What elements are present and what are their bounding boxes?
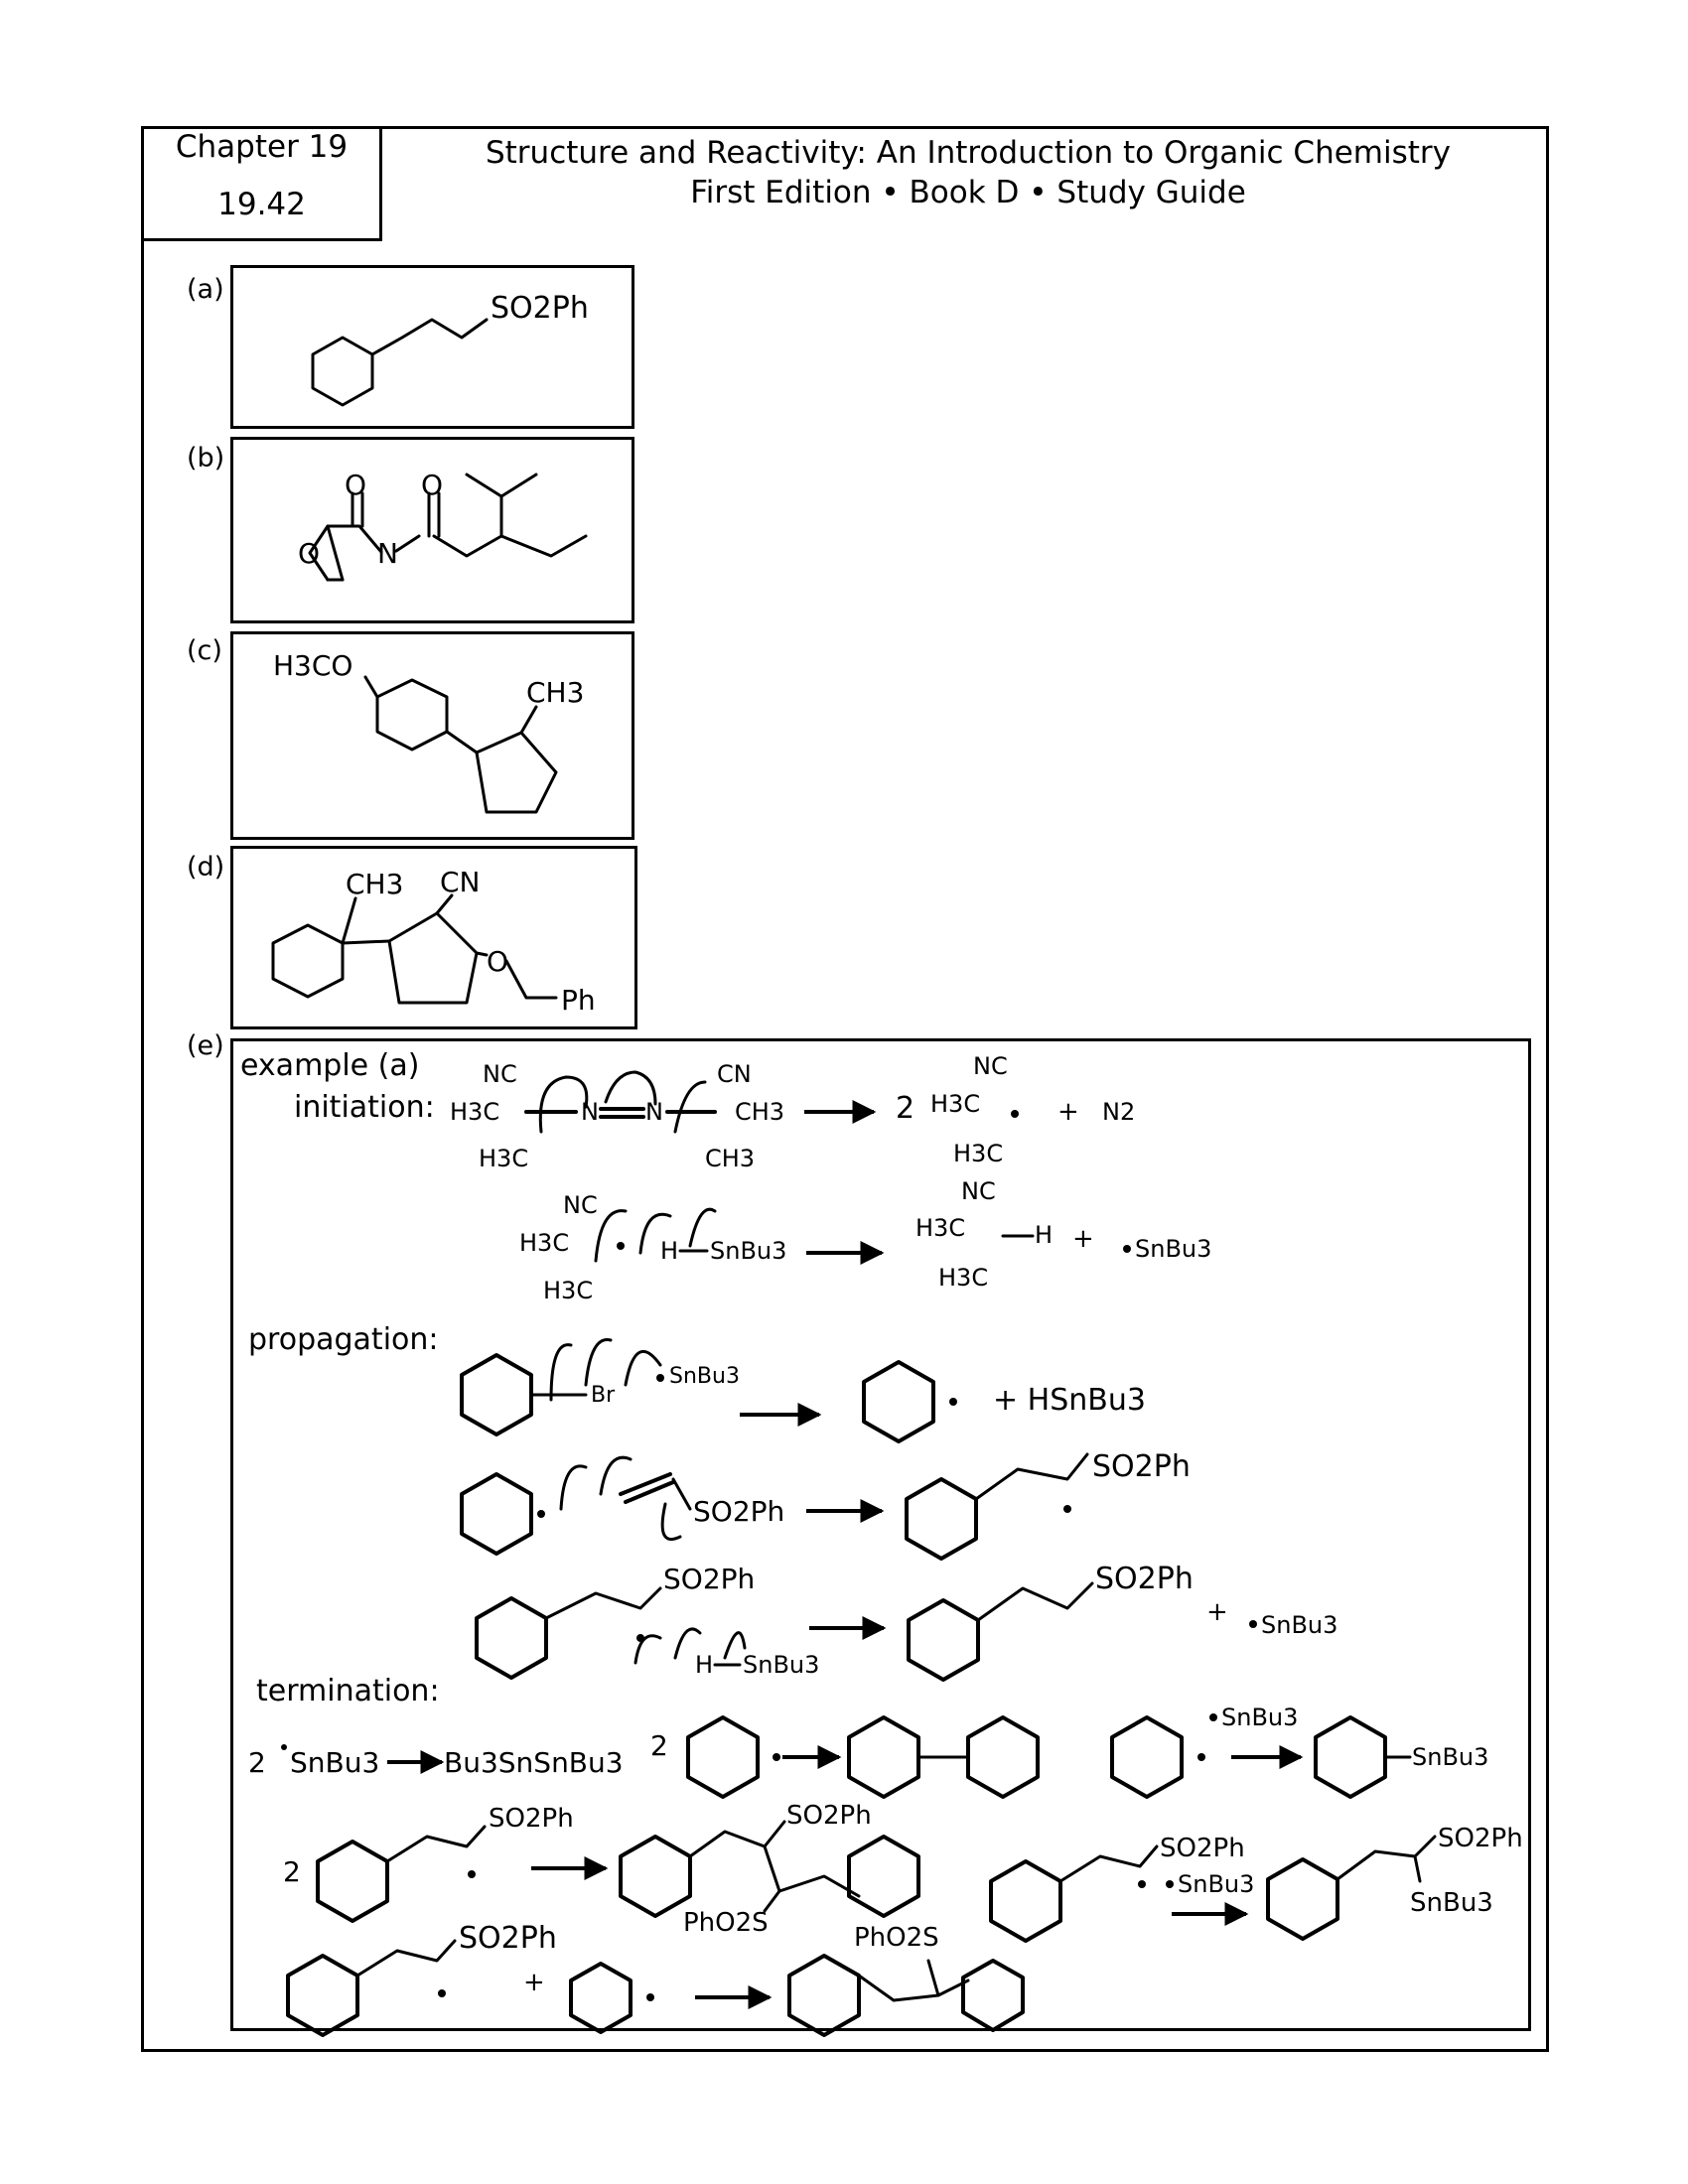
svg-text:SO2Ph: SO2Ph [489, 1804, 574, 1834]
molecule-d: CH3 CN O Ph [271, 866, 596, 1017]
part-d-label: (d) [187, 852, 225, 883]
initiation-step-2: NC H3C H3C H SnBu3 NC H3C H3C H + SnBu3 [519, 1177, 1211, 1304]
svg-text:SnBu3: SnBu3 [1135, 1235, 1211, 1263]
part-d-box [230, 846, 637, 1029]
svg-text:SO2Ph: SO2Ph [1092, 1449, 1191, 1484]
svg-text:SO2Ph: SO2Ph [693, 1495, 784, 1528]
svg-text:SnBu3: SnBu3 [1410, 1888, 1493, 1918]
carbonyl-o-1: O [345, 469, 366, 501]
ring-o: O [298, 537, 320, 570]
svg-text:CN: CN [717, 1060, 752, 1088]
svg-text:SnBu3: SnBu3 [710, 1237, 786, 1265]
svg-text:N2: N2 [1102, 1098, 1135, 1126]
so2ph-label: SO2Ph [491, 291, 589, 326]
ch3-label: CH3 [526, 676, 584, 709]
cn-label-d: CN [440, 866, 481, 898]
book-subtitle: First Edition • Book D • Study Guide [690, 175, 1246, 210]
book-title: Structure and Reactivity: An Introductio… [485, 135, 1452, 171]
svg-text:2: 2 [248, 1746, 266, 1779]
propagation-step-1: Br SnBu3 + HSnBu3 [460, 1338, 1146, 1443]
svg-text:SnBu3: SnBu3 [1412, 1743, 1488, 1771]
svg-text:SO2Ph: SO2Ph [786, 1801, 872, 1831]
svg-text:SnBu3: SnBu3 [743, 1651, 819, 1679]
svg-text:SO2Ph: SO2Ph [1160, 1834, 1245, 1863]
svg-text:SO2Ph: SO2Ph [1095, 1562, 1194, 1596]
svg-text:+: + [1072, 1224, 1094, 1254]
part-e-box [230, 1038, 1531, 2031]
ring-n: N [377, 537, 398, 570]
page-frame [141, 126, 1549, 2052]
svg-text:+ HSnBu3: + HSnBu3 [993, 1383, 1146, 1418]
ph-label-d: Ph [561, 984, 596, 1017]
svg-text:Bu3SnSnBu3: Bu3SnSnBu3 [444, 1746, 624, 1779]
svg-text:SnBu3: SnBu3 [1221, 1704, 1298, 1731]
svg-text:H: H [1035, 1221, 1053, 1249]
svg-text:NC: NC [961, 1177, 996, 1205]
chapter-label: Chapter 19 [175, 129, 349, 165]
example-label: example (a) [240, 1048, 420, 1083]
svg-text:H3C: H3C [938, 1264, 988, 1292]
termination-row-1: 2 SnBu3 Bu3SnSnBu3 2 SnBu3 SnBu3 [248, 1704, 1488, 1799]
propagation-step-3: SO2Ph H SnBu3 SO2Ph + SnBu3 [475, 1562, 1337, 1682]
svg-text:SnBu3: SnBu3 [290, 1746, 379, 1779]
chapter-box [141, 126, 382, 241]
part-c-label: (c) [187, 635, 222, 666]
part-b-label: (b) [187, 443, 225, 474]
part-e-label: (e) [187, 1030, 224, 1061]
svg-text:N: N [581, 1098, 599, 1126]
initiation-label: initiation: [294, 1090, 435, 1125]
part-c-box [230, 631, 634, 840]
svg-text:N: N [645, 1098, 663, 1126]
svg-text:H3C: H3C [450, 1098, 499, 1126]
svg-text:H3C: H3C [479, 1145, 528, 1172]
svg-text:H3C: H3C [543, 1277, 593, 1304]
part-a-label: (a) [187, 274, 224, 305]
termination-row-3: SO2Ph + PhO2S [286, 1921, 1025, 2037]
svg-text:+: + [1206, 1597, 1228, 1627]
molecule-c: H3CO CH3 [273, 649, 584, 814]
svg-text:+: + [523, 1968, 545, 1997]
svg-text:H3C: H3C [915, 1214, 965, 1242]
problem-number: 19.42 [217, 187, 306, 222]
part-b-box [230, 437, 634, 623]
o-label-d: O [487, 945, 508, 978]
carbonyl-o-2: O [421, 469, 443, 501]
svg-text:SnBu3: SnBu3 [669, 1364, 740, 1389]
initiation-step-1: NC H3C H3C N N CN CH3 CH3 2 NC H3C H3C +… [450, 1052, 1135, 1172]
svg-text:2: 2 [283, 1855, 301, 1888]
svg-text:H3C: H3C [519, 1229, 569, 1257]
svg-text:NC: NC [973, 1052, 1008, 1080]
svg-text:+: + [1057, 1097, 1079, 1127]
termination-row-2: 2 SO2Ph SO2Ph PhO2S SO2Ph SnBu3 SO2Ph Sn… [283, 1801, 1523, 1943]
svg-text:NC: NC [563, 1191, 598, 1219]
svg-text:SO2Ph: SO2Ph [459, 1921, 557, 1956]
svg-text:2: 2 [896, 1091, 914, 1126]
svg-text:H: H [660, 1237, 678, 1265]
molecule-a: SO2Ph [311, 291, 589, 407]
svg-text:H3C: H3C [953, 1140, 1003, 1167]
svg-text:CH3: CH3 [705, 1145, 755, 1172]
molecule-b: O O O N [298, 469, 588, 582]
svg-text:SO2Ph: SO2Ph [663, 1563, 755, 1595]
svg-text:SnBu3: SnBu3 [1178, 1870, 1254, 1898]
propagation-label: propagation: [248, 1322, 439, 1357]
svg-text:NC: NC [483, 1060, 517, 1088]
svg-text:SnBu3: SnBu3 [1261, 1611, 1337, 1639]
part-a-box [230, 265, 634, 429]
termination-label: termination: [256, 1674, 440, 1708]
ch3-label-d: CH3 [346, 868, 403, 900]
svg-text:H: H [695, 1651, 713, 1679]
svg-text:PhO2S: PhO2S [854, 1923, 939, 1953]
propagation-step-2: SO2Ph SO2Ph [460, 1449, 1191, 1561]
h3co-label: H3CO [273, 649, 352, 682]
svg-text:2: 2 [650, 1729, 668, 1762]
svg-text:PhO2S: PhO2S [683, 1908, 769, 1938]
svg-text:Br: Br [591, 1383, 616, 1408]
svg-text:CH3: CH3 [735, 1098, 784, 1126]
svg-text:H3C: H3C [930, 1090, 980, 1118]
svg-text:SO2Ph: SO2Ph [1438, 1824, 1523, 1853]
